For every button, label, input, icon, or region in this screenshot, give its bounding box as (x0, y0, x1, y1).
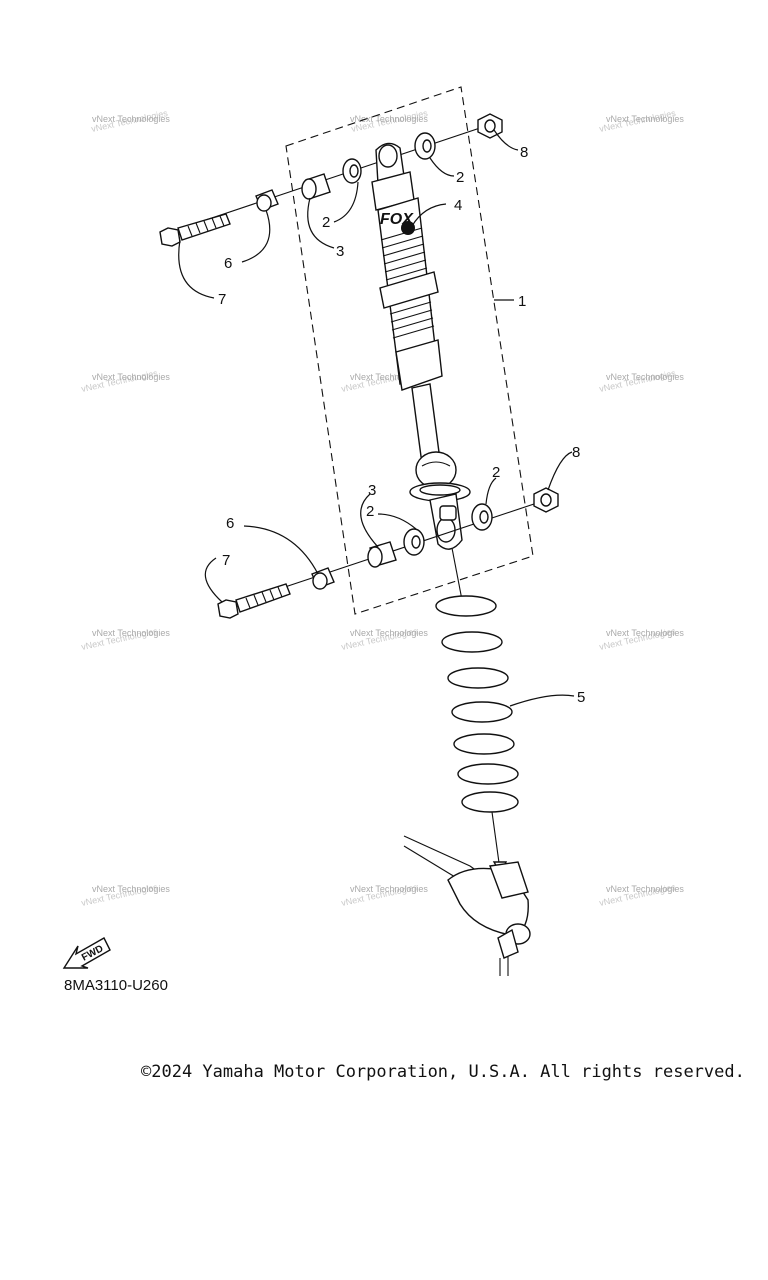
callout-2-lower-right: 2 (492, 464, 500, 481)
lower-bolt (217, 583, 291, 619)
callout-6-lower: 6 (226, 515, 234, 532)
callout-3-upper: 3 (336, 243, 344, 260)
callout-2-lower-left: 2 (366, 503, 374, 520)
shock-absorber: FOX (371, 142, 471, 550)
watermark-text: vNext Technologies (92, 628, 170, 638)
watermark-text: vNext Technologies (350, 372, 428, 382)
watermark-text: vNext Technologies (92, 884, 170, 894)
callout-5: 5 (577, 689, 585, 706)
upper-left-seal (342, 158, 362, 184)
watermark-text: vNext Technologies (606, 372, 684, 382)
lower-arm-bracket (403, 835, 531, 976)
upper-collar (255, 189, 279, 212)
assembly-boundary (285, 86, 534, 615)
diagram-code: 8MA3110-U260 (64, 977, 168, 994)
watermark-text: vNext Technologies (606, 628, 684, 638)
coil-spring (435, 547, 519, 876)
callout-8-upper: 8 (520, 144, 528, 161)
upper-right-seal (414, 132, 436, 160)
watermark-text: vNext Technologies (606, 884, 684, 894)
upper-bolt (159, 213, 231, 247)
copyright-notice: ©2024 Yamaha Motor Corporation, U.S.A. A… (141, 1062, 745, 1082)
watermark-text: vNext Technologies (606, 114, 684, 124)
watermark-text: vNext Technologies (350, 884, 428, 894)
fwd-arrow: FWD (62, 937, 111, 969)
callout-7-upper: 7 (218, 291, 226, 308)
watermark-text: vNext Technologies (92, 114, 170, 124)
fox-logo: FOX (380, 211, 415, 235)
lower-collar (311, 567, 335, 590)
callout-8-lower: 8 (572, 444, 580, 461)
callout-7-lower: 7 (222, 552, 230, 569)
callout-2-upper-left: 2 (322, 214, 330, 231)
callout-2-upper-right: 2 (456, 169, 464, 186)
callout-1: 1 (518, 293, 526, 310)
lower-bushing (367, 541, 397, 568)
callout-3-lower: 3 (368, 482, 376, 499)
lower-nut (533, 487, 559, 513)
upper-mount-hardware (159, 113, 503, 247)
callouts: 8 2 2 3 4 6 7 1 8 2 3 2 6 7 5 (218, 144, 585, 706)
upper-bushing (301, 173, 331, 200)
callout-6-upper: 6 (224, 255, 232, 272)
leader-lines (178, 129, 575, 707)
watermark-text: vNext Technologies (92, 372, 170, 382)
upper-nut (477, 113, 503, 139)
callout-4: 4 (454, 197, 462, 214)
lower-mount-hardware (217, 487, 559, 619)
lower-right-seal (471, 503, 493, 531)
lower-left-seal (403, 528, 425, 556)
watermark-text: vNext Technologies (350, 628, 428, 638)
watermark-text: vNext Technologies (350, 114, 428, 124)
